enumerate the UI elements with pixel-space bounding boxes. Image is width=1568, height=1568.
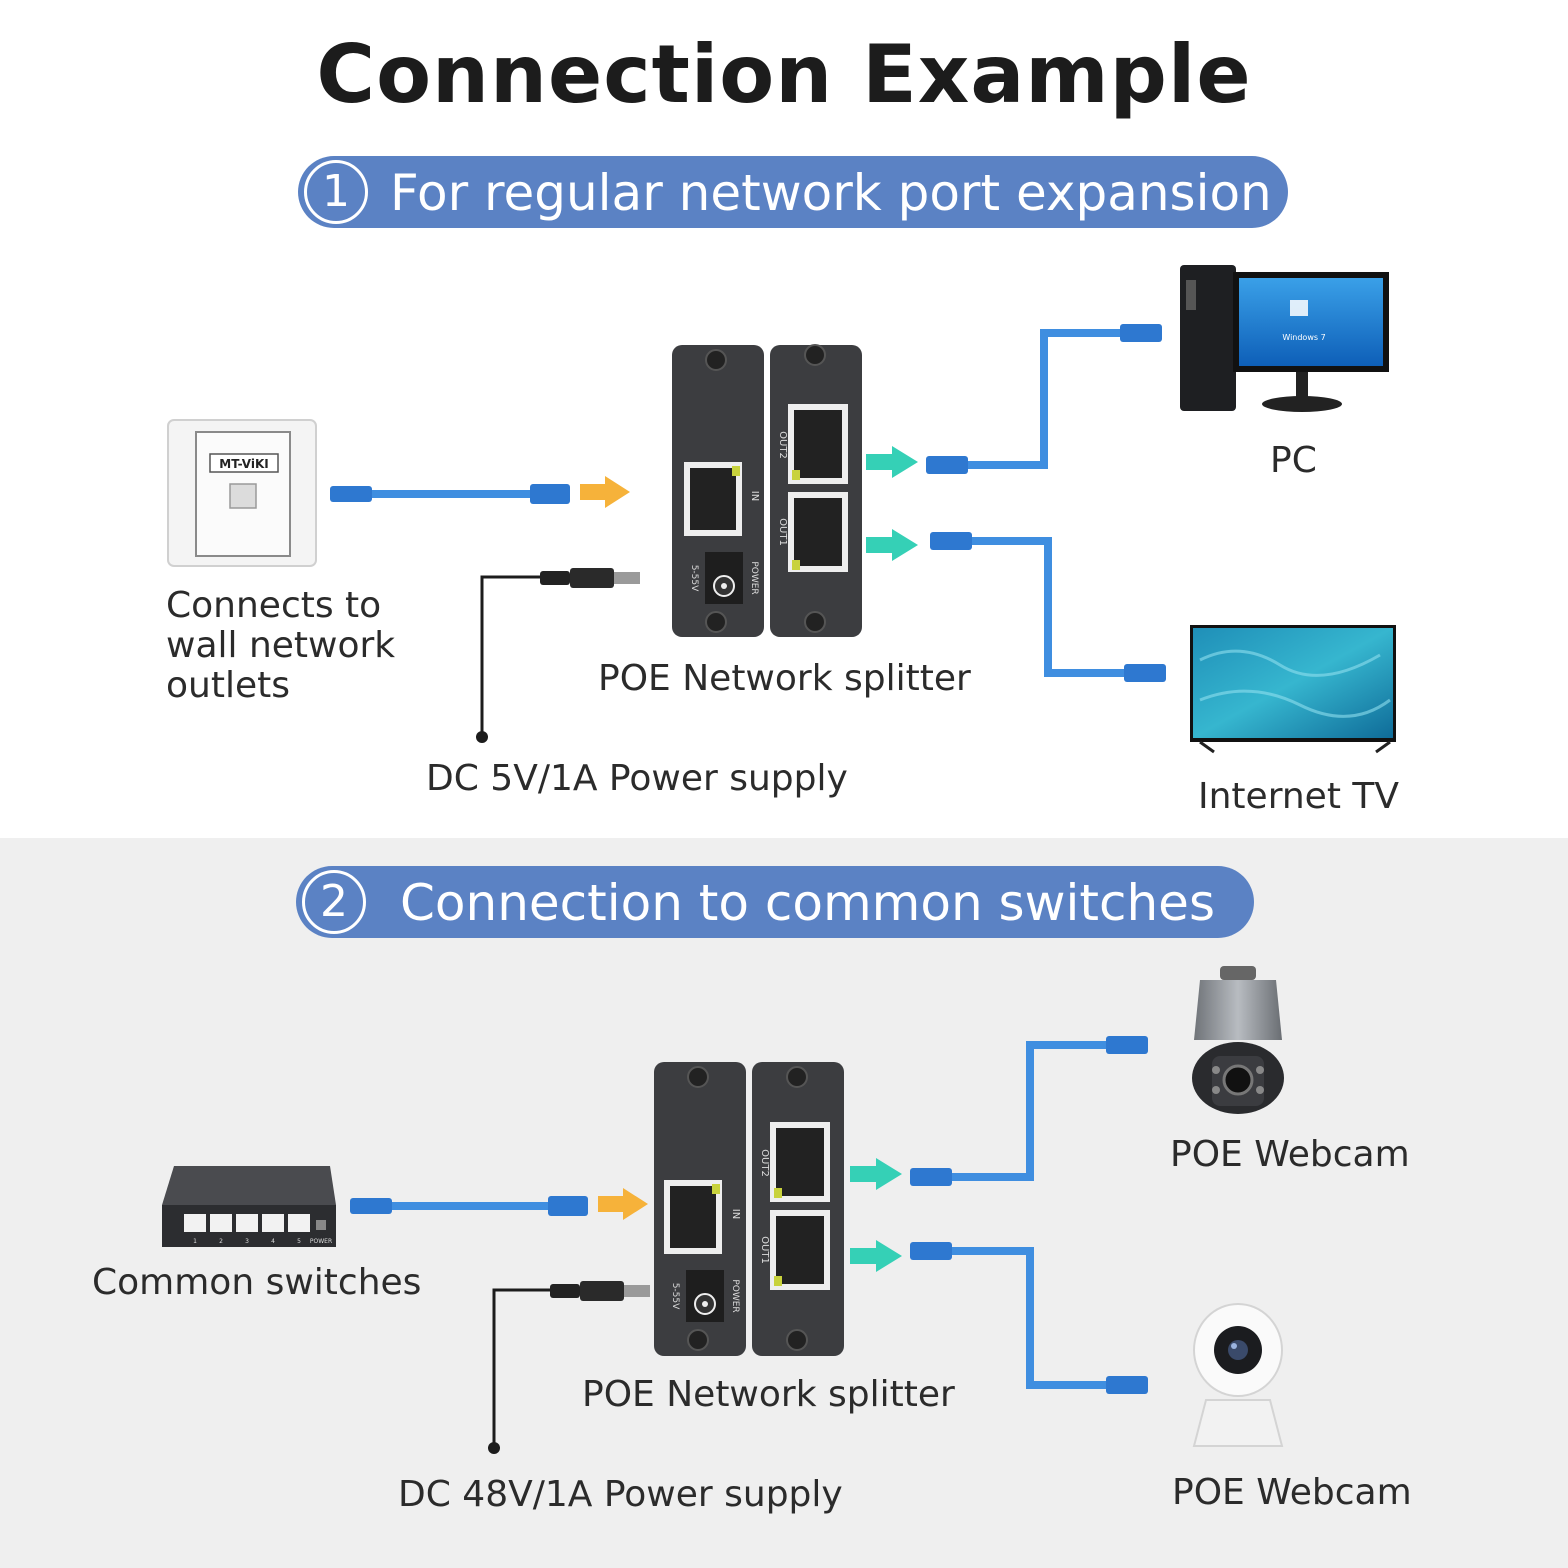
switch-power-text: POWER: [310, 1238, 332, 1245]
section1-banner: 1 For regular network port expansion: [298, 156, 1288, 228]
splitter1-power-mark: POWER: [749, 561, 759, 594]
wall-outlet-icon: MT-ViKI: [167, 419, 317, 567]
splitter2-out2-mark: OUT2: [759, 1149, 770, 1177]
page-title: Connection Example: [316, 28, 1252, 121]
internet-tv-label: Internet TV: [1198, 776, 1400, 817]
dc-power-cable-2: [488, 1281, 650, 1454]
switch-port-2: 2: [219, 1238, 223, 1245]
pc-screen-text: Windows 7: [1282, 333, 1325, 342]
output-cables-1: [926, 324, 1166, 682]
common-switch-label: Common switches: [92, 1262, 422, 1303]
indoor-webcam-icon: [1192, 1303, 1284, 1447]
wall-outlet-label-line3: outlets: [166, 665, 290, 706]
switch-port-5: 5: [297, 1238, 301, 1245]
splitter2-label: POE Network splitter: [582, 1374, 955, 1415]
internet-tv-icon: [1190, 625, 1396, 754]
output-arrow-2: [866, 529, 918, 561]
splitter2-power-mark: POWER: [730, 1279, 740, 1312]
power-supply1-label: DC 5V/1A Power supply: [426, 758, 848, 799]
output-cables-2: [910, 1036, 1148, 1394]
input-arrow-2: [598, 1188, 648, 1220]
splitter2-out1-mark: OUT1: [759, 1236, 770, 1264]
input-cable: [330, 484, 570, 504]
section1-number: 1: [304, 160, 368, 224]
splitter1-out1-mark: OUT1: [777, 518, 788, 546]
output-arrow-3: [850, 1158, 902, 1190]
splitter2-voltage-mark: 5-55V: [670, 1283, 680, 1310]
splitter1-voltage-mark: 5-55V: [689, 565, 699, 592]
dc-power-cable-1: [476, 568, 640, 743]
section1-heading: For regular network port expansion: [390, 164, 1272, 222]
wall-outlet-brand: MT-ViKI: [219, 457, 268, 471]
power-supply2-label: DC 48V/1A Power supply: [398, 1474, 843, 1515]
splitter1-out2-mark: OUT2: [777, 431, 788, 459]
section2-number: 2: [302, 870, 366, 934]
splitter1-in-mark: IN: [749, 491, 760, 501]
wall-outlet-label-line2: wall network: [166, 625, 396, 666]
common-switch-icon: 1 2 3 4 5 POWER: [162, 1166, 336, 1247]
ptz-webcam-icon: [1192, 966, 1284, 1114]
input-arrow: [580, 476, 630, 508]
pc-icon: Windows 7: [1180, 265, 1389, 412]
webcam1-label: POE Webcam: [1170, 1134, 1410, 1175]
output-arrow-4: [850, 1240, 902, 1272]
splitter2-in-mark: IN: [730, 1209, 741, 1219]
poe-splitter-2: IN OUT2 OUT1 POWER 5-55V: [654, 1062, 844, 1356]
splitter1-label: POE Network splitter: [598, 658, 971, 699]
switch-port-3: 3: [245, 1238, 249, 1245]
wall-outlet-label-line1: Connects to: [166, 585, 382, 626]
switch-port-4: 4: [271, 1238, 275, 1245]
input-cable-2: [350, 1196, 588, 1216]
poe-splitter-1: IN OUT2 OUT1 POWER 5-55V: [672, 344, 862, 637]
switch-port-1: 1: [193, 1238, 197, 1245]
section2-heading: Connection to common switches: [400, 874, 1215, 932]
webcam2-label: POE Webcam: [1172, 1472, 1412, 1513]
output-arrow-1: [866, 446, 918, 478]
section2-banner: 2 Connection to common switches: [296, 866, 1254, 938]
pc-label: PC: [1270, 440, 1317, 481]
